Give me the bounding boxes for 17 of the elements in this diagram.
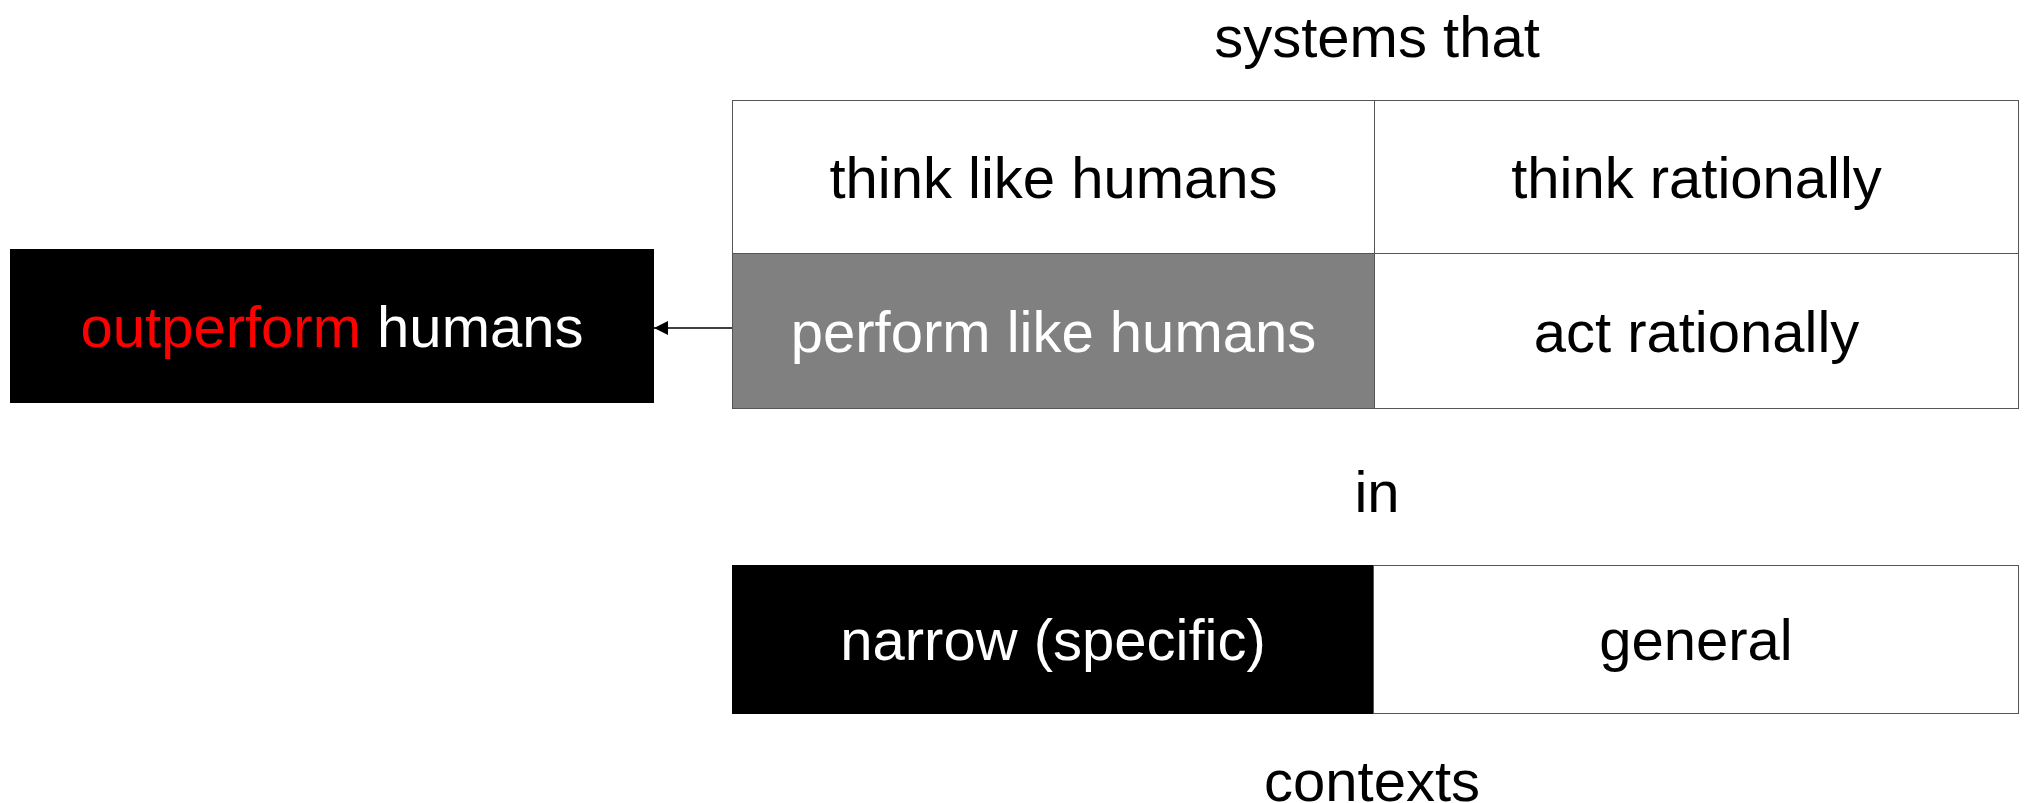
cell-text: think rationally [1511, 143, 1882, 211]
category-cell [1374, 100, 2019, 254]
result-box [10, 249, 654, 403]
cell-text: general [1599, 606, 1793, 673]
cell-text: think like humans [829, 143, 1278, 211]
cell-text: outperform humans [80, 292, 584, 360]
category-cell [732, 100, 1375, 254]
category-cell [1374, 253, 2019, 409]
context-cell [1373, 565, 2019, 714]
highlighted-cell [732, 253, 1375, 409]
label-text: in [1354, 463, 1400, 521]
cell-text: perform like humans [790, 297, 1317, 365]
cell-text: act rationally [1533, 297, 1860, 365]
label-text: contexts [1264, 752, 1480, 803]
arrow [653, 321, 733, 335]
cell-text: narrow (specific) [840, 606, 1266, 673]
highlighted-cell [732, 565, 1374, 714]
